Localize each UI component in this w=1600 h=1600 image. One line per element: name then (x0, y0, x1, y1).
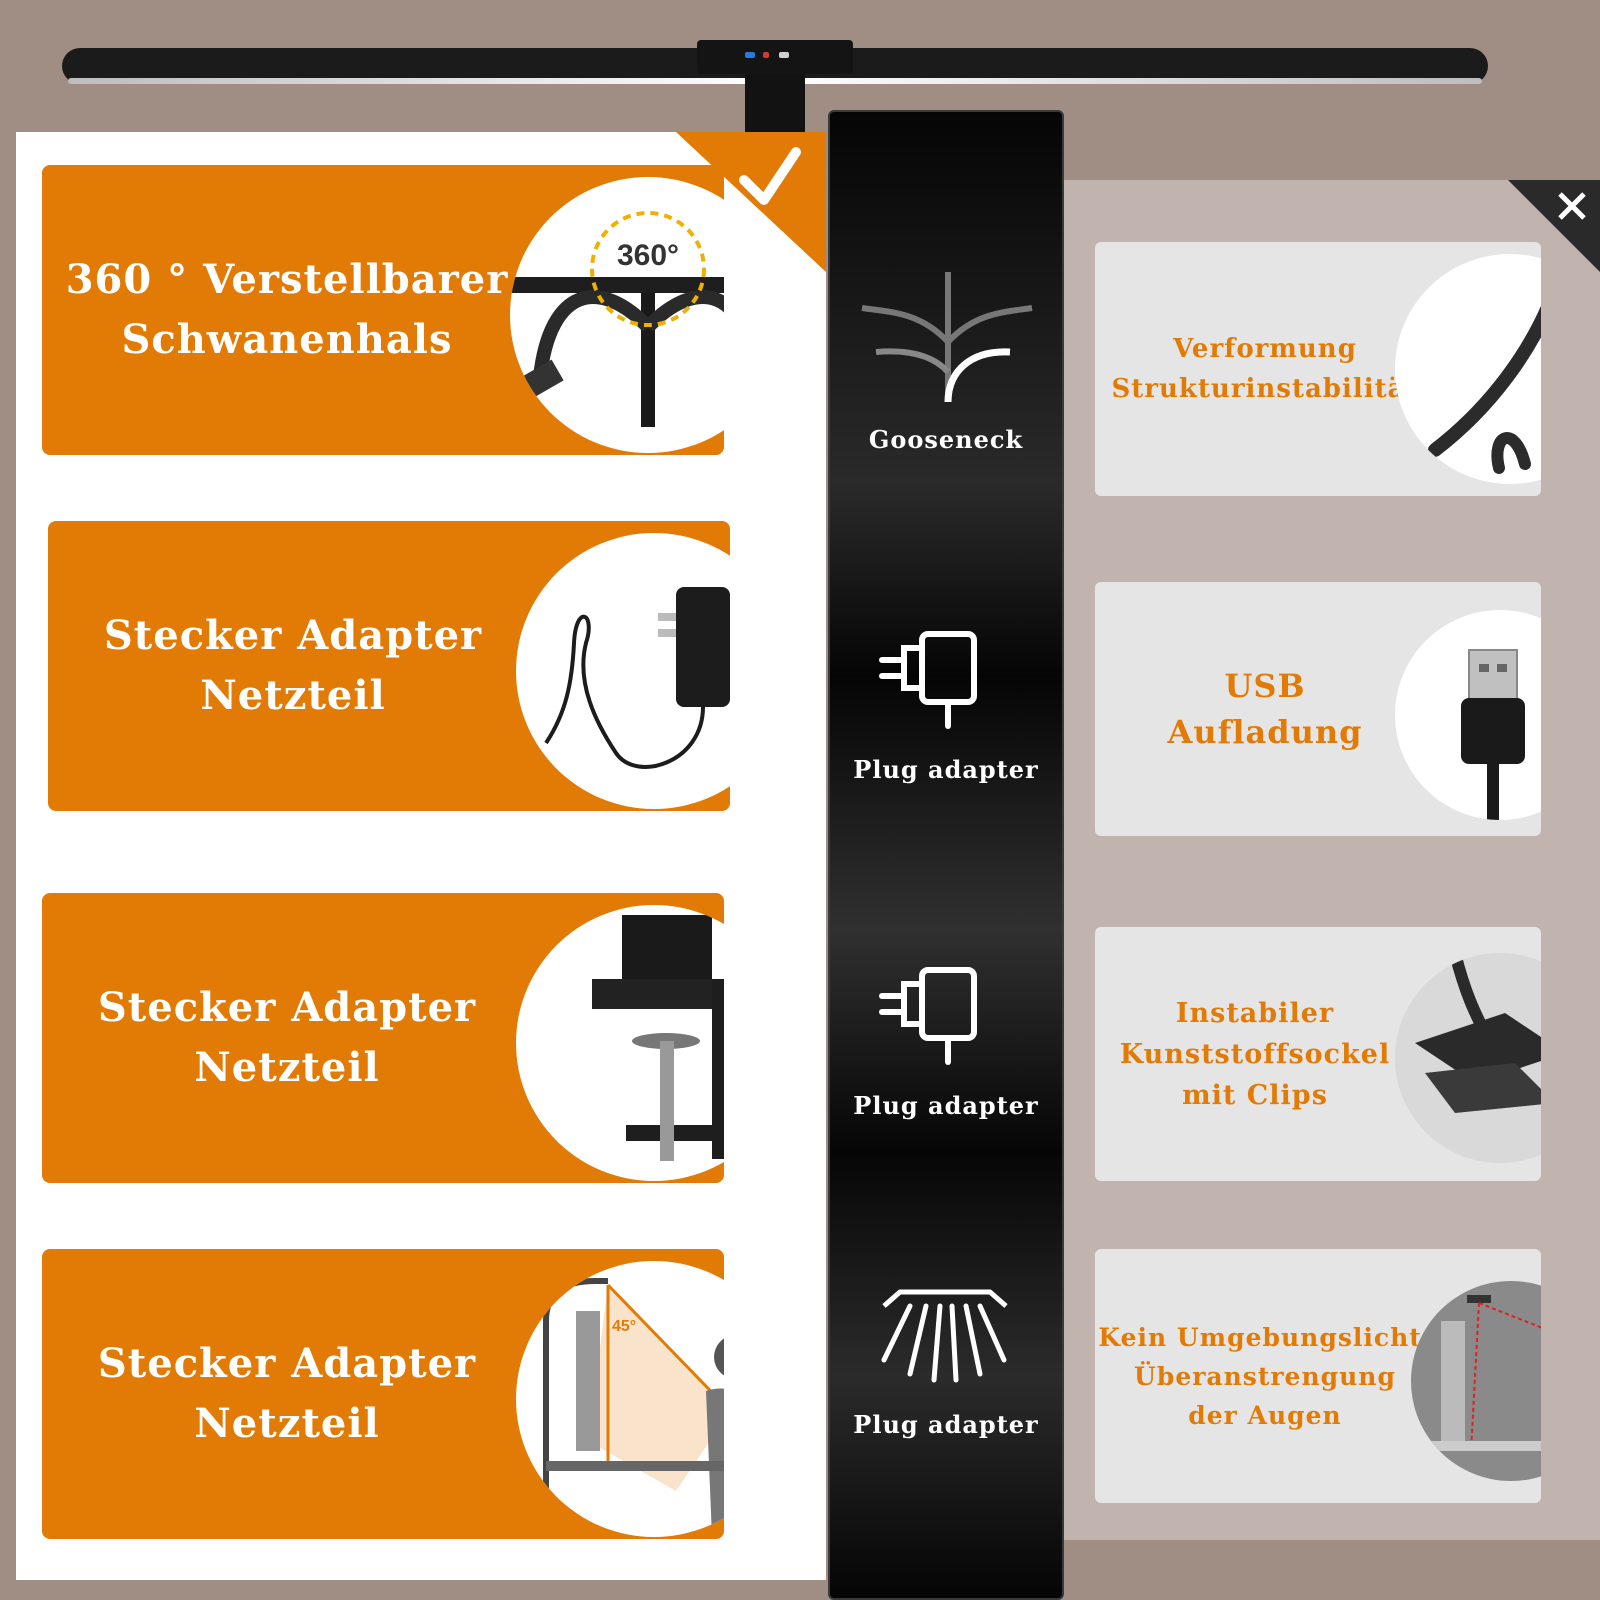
drawback-line: Kunststoffsockel (1119, 1038, 1391, 1070)
feature-row-clamp: Stecker Adapter Netzteil (42, 893, 724, 1183)
checkmark-icon (739, 147, 801, 205)
feature-row-angle: Stecker Adapter Netzteil 45° (42, 1249, 724, 1539)
drawback-line: der Augen (1188, 1400, 1342, 1430)
angle-illustration-photo: 45° (516, 1261, 724, 1537)
feature-row-gooseneck: 360 ° Verstellbarer Schwanenhals 360° (42, 165, 724, 455)
drawback-line: Strukturinstabilität (1111, 374, 1419, 404)
feature-label: Stecker Adapter Netzteil (42, 893, 532, 1183)
glare-illustration (1431, 1295, 1541, 1452)
feature-title-line2: Netzteil (194, 1044, 380, 1091)
plug-icon (879, 631, 977, 729)
drawback-line: Instabiler (1175, 997, 1335, 1029)
drawback-label: Verformung Strukturinstabilität (1095, 242, 1435, 496)
bent-gooseneck-illustration (1428, 305, 1541, 474)
drawback-line: USB (1224, 667, 1306, 705)
light-rays-icon (881, 1289, 1008, 1383)
feature-title-line1: Stecker Adapter (97, 1340, 477, 1387)
feature-label: Stecker Adapter Netzteil (48, 521, 538, 811)
feature-label: Stecker Adapter Netzteil (42, 1249, 532, 1539)
control-indicator-icon (779, 52, 789, 58)
feature-title-line2: Netzteil (194, 1400, 380, 1447)
rotation-badge: 360° (617, 239, 679, 272)
drawback-line: Überanstrengung (1134, 1361, 1396, 1391)
close-icon (1558, 192, 1586, 220)
drawback-card-plastic-base: Instabiler Kunststoffsockel mit Clips (1095, 927, 1541, 1181)
plug-icon (879, 967, 977, 1065)
feature-title-line2: Netzteil (200, 672, 386, 719)
center-label: Plug adapter (853, 1091, 1039, 1120)
drawback-line: Verformung (1173, 334, 1357, 364)
drawback-label: USB Aufladung (1095, 582, 1435, 836)
drawback-card-eye-strain: Kein Umgebungslicht, Überanstrengung der… (1095, 1249, 1541, 1503)
adapter-photo (516, 533, 730, 809)
lamp-control-head (697, 40, 853, 74)
gooseneck-icon (861, 272, 1033, 403)
center-label: Plug adapter (853, 755, 1039, 784)
feature-label: 360 ° Verstellbarer Schwanenhals (42, 165, 532, 455)
gooseneck-photo: 360° (510, 177, 724, 453)
drawback-card-deformation: Verformung Strukturinstabilität (1095, 242, 1541, 496)
feature-row-plug-adapter: Stecker Adapter Netzteil (48, 521, 730, 811)
plastic-clip-photo (1395, 953, 1541, 1163)
feature-title-line1: 360 ° Verstellbarer (65, 256, 509, 303)
angle-label: 45° (612, 1318, 636, 1335)
control-indicator-icon (745, 52, 755, 58)
clamp-photo (516, 905, 724, 1181)
feature-title-line1: Stecker Adapter (103, 612, 483, 659)
drawback-line: mit Clips (1182, 1079, 1328, 1111)
gooseneck-illustration: 360° (510, 211, 724, 427)
drawback-line: Kein Umgebungslicht, (1098, 1322, 1432, 1352)
usb-plug-icon (1461, 649, 1525, 820)
feature-title-line1: Stecker Adapter (97, 984, 477, 1031)
feature-title-line2: Schwanenhals (121, 316, 453, 363)
control-indicator-icon (763, 52, 769, 58)
desk-clamp-illustration (592, 915, 724, 1161)
drawback-line: Aufladung (1167, 713, 1363, 751)
drawback-label: Kein Umgebungslicht, Überanstrengung der… (1095, 1249, 1435, 1503)
comparison-center-column: Gooseneck Plug adapter Plug adapter Plug… (828, 110, 1064, 1600)
x-corner-badge (1508, 180, 1600, 272)
drawback-label: Instabiler Kunststoffsockel mit Clips (1095, 927, 1415, 1181)
center-label: Gooseneck (868, 425, 1024, 454)
lighting-angle-illustration: 45° (543, 1278, 724, 1537)
drawback-card-usb: USB Aufladung (1095, 582, 1541, 836)
power-adapter-illustration (544, 587, 730, 769)
center-label: Plug adapter (853, 1410, 1039, 1439)
clip-base-illustration (1415, 953, 1541, 1113)
